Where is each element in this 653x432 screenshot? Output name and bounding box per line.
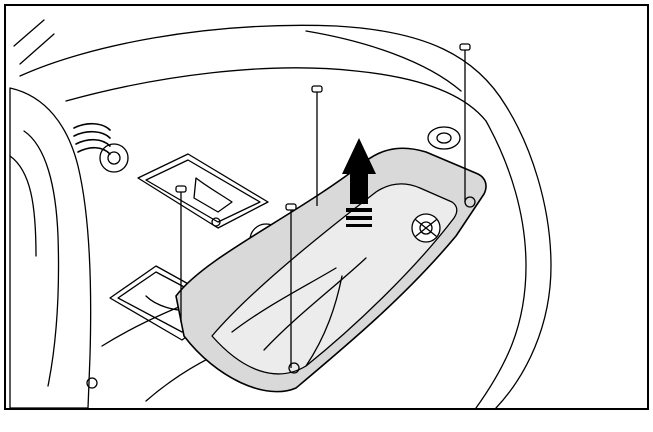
screw-icon bbox=[459, 43, 471, 202]
spring-coil bbox=[73, 122, 111, 155]
bolt-boss bbox=[427, 126, 461, 150]
filler-cap bbox=[411, 213, 441, 243]
engine-cover-illustration bbox=[9, 19, 552, 408]
arrow-up-icon bbox=[342, 138, 376, 227]
screw-icon bbox=[311, 85, 323, 206]
spring-base bbox=[99, 143, 129, 173]
housing-outline bbox=[19, 24, 552, 408]
upper-tray bbox=[137, 153, 269, 229]
cover-recess bbox=[211, 183, 458, 375]
screw-icon bbox=[285, 203, 297, 368]
screw-icon bbox=[175, 185, 187, 322]
left-grip bbox=[9, 87, 92, 408]
illustration-frame bbox=[4, 4, 649, 410]
surface-hatching bbox=[13, 19, 55, 65]
